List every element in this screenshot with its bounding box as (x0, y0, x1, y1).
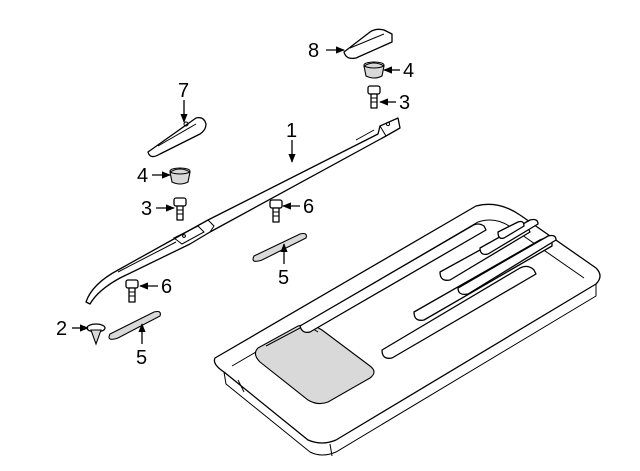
callout-6-middle: 6 (303, 196, 314, 218)
callout-3-front: 3 (141, 198, 152, 220)
callout-3-rear: 3 (399, 92, 410, 114)
roof-panel (213, 203, 601, 457)
bolt-front (173, 197, 187, 221)
bolt-lower (125, 279, 139, 303)
callout-7: 7 (178, 80, 189, 102)
leader-lines (72, 46, 400, 344)
roof-rack-side-rail (85, 117, 401, 305)
callout-1: 1 (286, 120, 297, 142)
callout-5-middle: 5 (278, 267, 289, 289)
bolt-middle (269, 199, 283, 223)
nut-rear (363, 61, 385, 79)
callout-4-rear: 4 (403, 60, 414, 82)
rear-end-cover (343, 28, 393, 60)
pad-lower (108, 310, 161, 340)
bolt-rear (367, 85, 381, 109)
retaining-clip (86, 323, 106, 346)
pad-middle (252, 232, 307, 262)
nut-front (169, 167, 191, 185)
callout-6-lower: 6 (161, 276, 172, 298)
roof-ribs (299, 218, 557, 359)
front-end-cover (147, 116, 207, 158)
callout-2: 2 (56, 318, 67, 340)
callout-8: 8 (308, 40, 319, 62)
callout-4-front: 4 (137, 165, 148, 187)
callout-5-lower: 5 (136, 347, 147, 369)
